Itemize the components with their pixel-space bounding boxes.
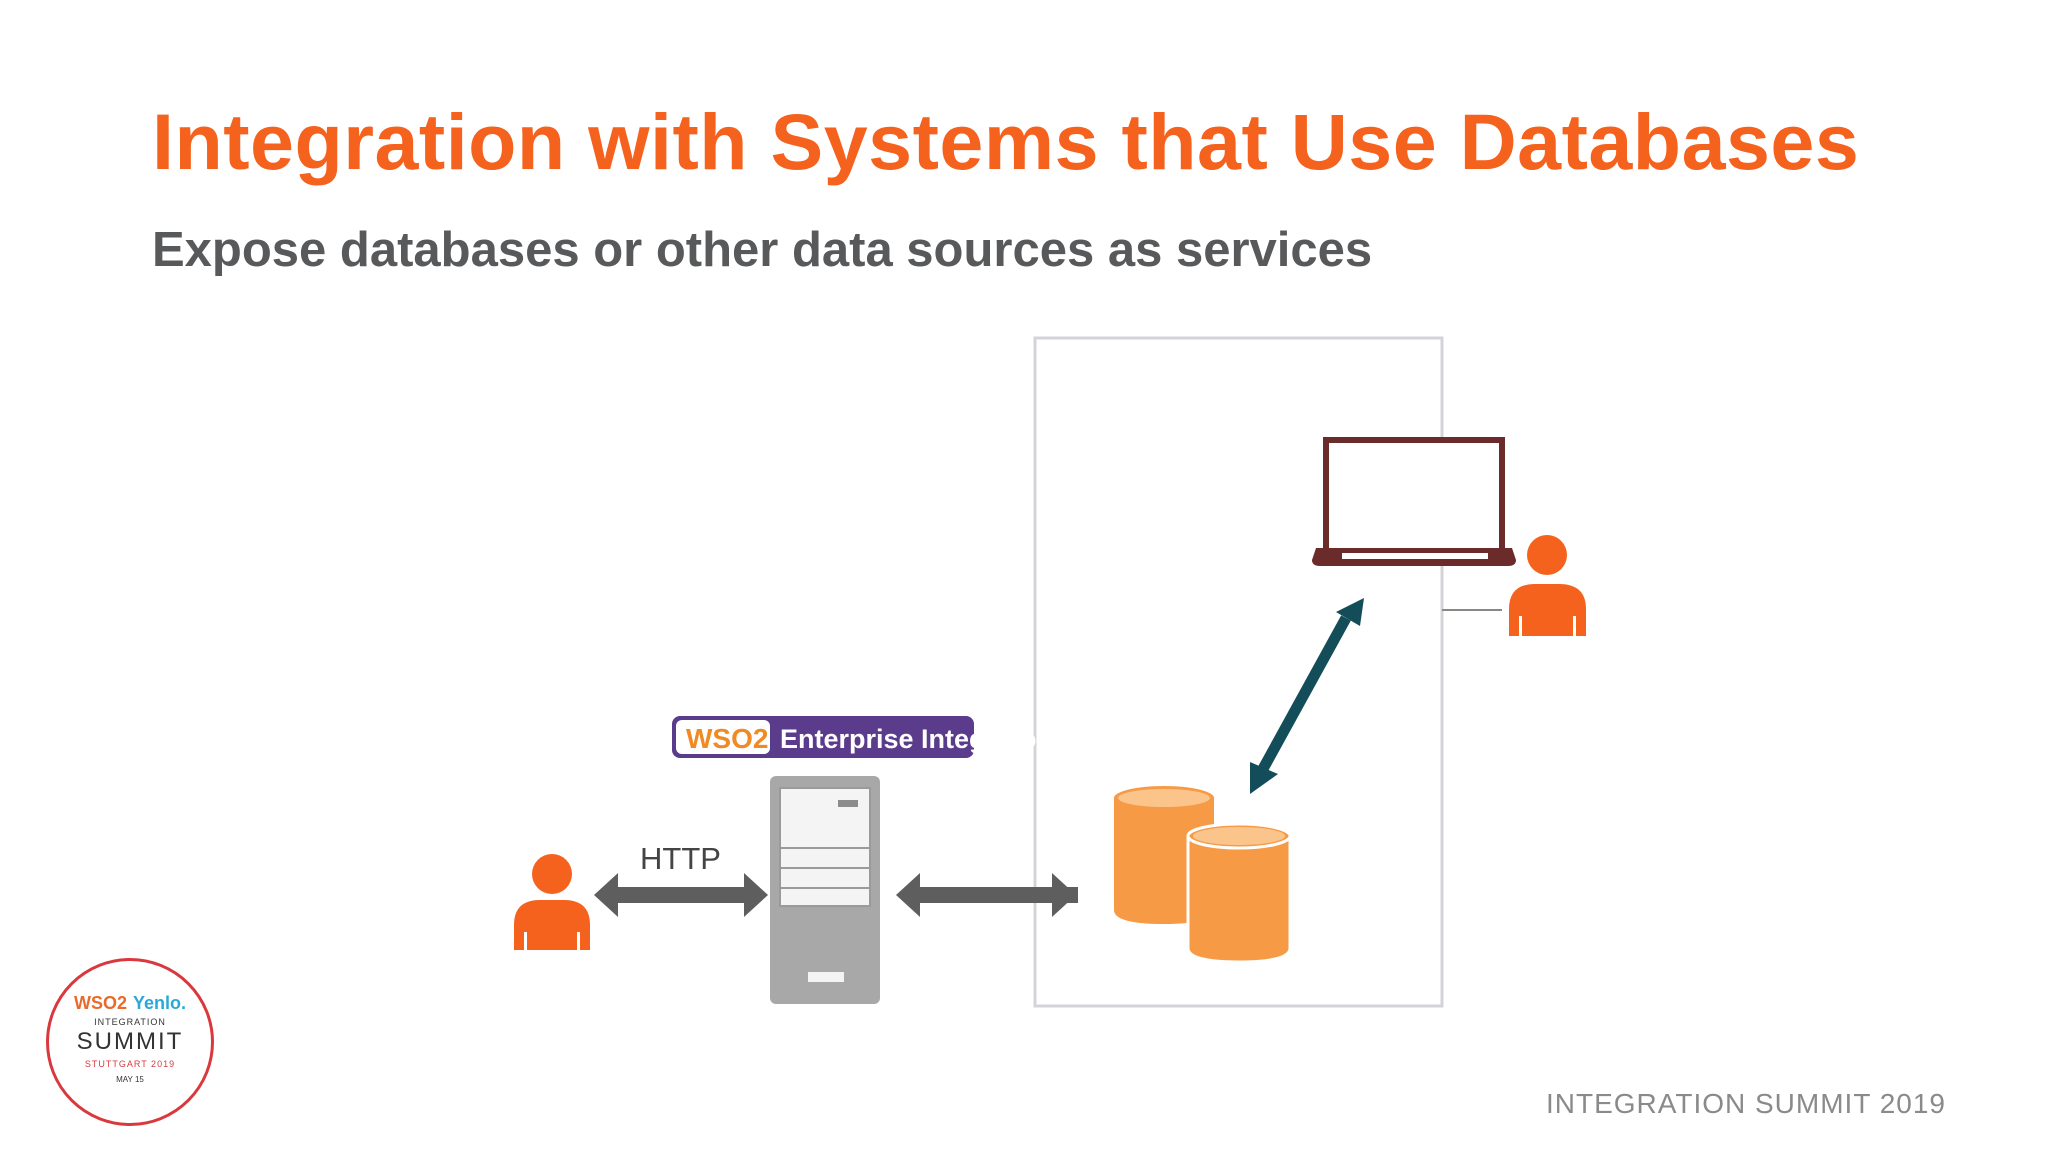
badge-wso2-logo: WSO2 [686,723,768,754]
enterprise-integrator-badge: WSO2 Enterprise Integrator [672,716,1048,758]
http-label: HTTP [640,841,721,876]
summit-logo: WSO2 Yenlo. INTEGRATION SUMMIT STUTTGART … [46,958,214,1126]
db-to-laptop-arrow [1250,598,1364,794]
logo-wso2: WSO2 [73,993,127,1013]
badge-product-name: Enterprise Integrator [780,724,1048,754]
system-boundary-box [1033,336,1444,1008]
database-icon [1114,786,1292,964]
http-double-arrow [594,873,768,917]
slide-subtitle: Expose databases or other data sources a… [152,223,1373,277]
logo-location: STUTTGART 2019 [84,1059,176,1069]
logo-date: MAY 15 [116,1075,144,1084]
footer-text: INTEGRATION SUMMIT 2019 [1545,1088,1946,1119]
server-icon [770,776,880,1004]
logo-yenlo: Yenlo. [133,993,187,1013]
logo-integration: INTEGRATION [94,1017,166,1027]
laptop-icon [1312,437,1516,566]
user-person-icon [1509,535,1586,636]
logo-brands: WSO2 Yenlo. [49,993,211,1013]
db-double-arrow [896,873,1078,917]
slide-title: Integration with Systems that Use Databa… [152,97,1860,186]
client-person-icon [514,854,590,950]
logo-summit: SUMMIT [76,1028,184,1055]
